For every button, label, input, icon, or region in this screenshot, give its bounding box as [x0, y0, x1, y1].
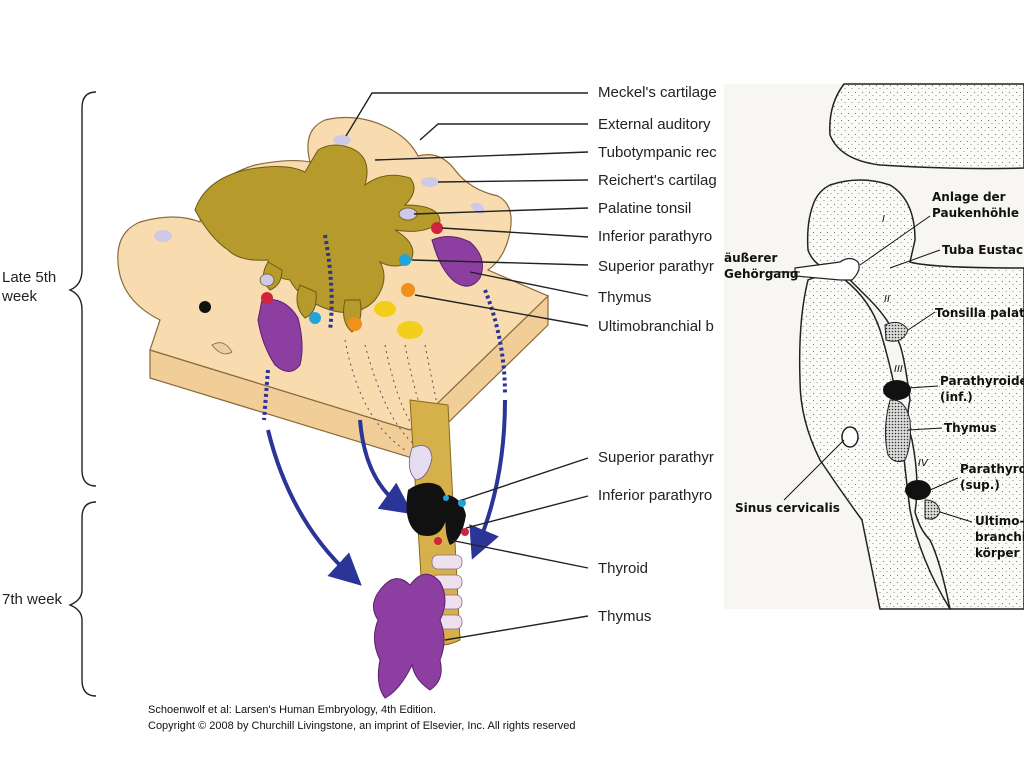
cartilage-spot — [211, 342, 233, 355]
label-meckels-cartilage: Meckel's cartilage — [598, 84, 717, 101]
label-koerper: körper — [975, 546, 1020, 560]
label-branchial: branchial- — [975, 530, 1024, 544]
late-5th-week-bracket — [68, 91, 97, 487]
ultimobranchial-body — [348, 317, 362, 331]
label-superior-parathyroid-bottom: Superior parathyr — [598, 449, 714, 466]
cartilage-spot — [154, 230, 172, 242]
superior-parathyroid-primordium — [309, 312, 321, 324]
external-auditory-meatus — [199, 301, 211, 313]
label-paukenhoehle: Paukenhöhle — [932, 206, 1019, 220]
superior-parathyroid-primordium — [399, 254, 411, 266]
pharyngeal-pouch — [296, 284, 317, 319]
label-ultimobranchial-body: Ultimobranchial b — [598, 318, 714, 335]
thymus-primordium — [257, 298, 303, 372]
yellow-body — [397, 321, 423, 339]
label-parathyroidea-sup: Parathyroidea — [960, 462, 1024, 476]
ultimobranchial-koerper — [924, 499, 941, 520]
label-external-auditory: External auditory — [598, 116, 711, 133]
inferior-parathyroid-gland — [434, 537, 442, 545]
stage-label-7th-week: 7th week — [2, 591, 63, 608]
tonsilla-palatina — [884, 321, 909, 342]
arch-numeral-3: III — [894, 364, 903, 375]
label-gehoergang: Gehörgang — [724, 267, 799, 281]
parathyroidea-inf — [883, 380, 911, 400]
dashed-migration-paths — [262, 234, 507, 421]
label-tubotympanic-recess: Tubotympanic rec — [598, 144, 717, 161]
inferior-parathyroid-primordium — [431, 222, 443, 234]
label-aeusserer: äußerer — [724, 251, 777, 265]
label-parathyroidea-inf-abbr: (inf.) — [940, 390, 973, 404]
thymus-gland — [373, 573, 446, 699]
parathyroidea-sup — [905, 480, 931, 500]
stage-label-late-5th: Late 5th — [2, 269, 56, 286]
superior-parathyroid-gland — [458, 499, 466, 507]
external-auditory-canal — [794, 257, 860, 281]
label-inferior-parathyroid-top: Inferior parathyro — [598, 228, 712, 245]
label-thymus-right: Thymus — [944, 421, 997, 435]
arch-numeral-2: II — [884, 294, 890, 305]
label-sinus-cervicalis: Sinus cervicalis — [735, 501, 840, 515]
ultimobranchial-body — [401, 283, 415, 297]
label-thymus-top: Thymus — [598, 289, 651, 306]
label-ultimo: Ultimo- — [975, 514, 1024, 528]
thyroid-gland — [406, 482, 448, 536]
right-diagram: I II III IV Anlage der Paukenhöhle Tuba … — [724, 83, 1024, 610]
upper-tissue-mass — [829, 83, 1024, 170]
left-diagram: Late 5th week 7th week — [1, 84, 717, 732]
label-parathyroidea-inf: Parathyroidea — [940, 374, 1024, 388]
inferior-parathyroid-gland — [461, 528, 469, 536]
inferior-parathyroid-primordium — [261, 292, 273, 304]
yellow-body — [374, 301, 396, 317]
seventh-week-bracket — [68, 501, 97, 697]
credit-line-1: Schoenwolf et al: Larsen's Human Embryol… — [148, 704, 436, 716]
thymus-right — [884, 399, 911, 463]
label-tuba-eustachii: Tuba Eustachii — [942, 243, 1024, 257]
leader-lines-top — [345, 92, 589, 327]
parathyroid-gland — [443, 495, 449, 501]
lower-arch-body — [798, 275, 952, 610]
label-reicherts-cartilage: Reichert's cartilag — [598, 172, 717, 189]
leader-lines-right — [768, 215, 973, 523]
label-inferior-parathyroid-bottom: Inferior parathyro — [598, 487, 712, 504]
label-thymus-bottom: Thymus — [598, 608, 651, 625]
label-parathyroidea-sup-abbr: (sup.) — [960, 478, 1000, 492]
migration-arrows — [266, 399, 507, 586]
thyroid-gland — [445, 495, 466, 545]
meckels-cartilage — [333, 135, 351, 145]
sinus-cervicalis — [841, 426, 859, 448]
label-thyroid: Thyroid — [598, 560, 648, 577]
reicherts-cartilage — [421, 177, 439, 187]
leader-lines-bottom — [444, 457, 589, 641]
arch-numeral-4: IV — [918, 458, 929, 469]
superior-parathyroid-gland — [408, 445, 433, 481]
label-anlage-der: Anlage der — [932, 190, 1006, 204]
palatine-tonsil — [259, 273, 275, 287]
stage-label-late-5th-week: week — [1, 288, 38, 305]
arch-numeral-1: I — [882, 214, 885, 225]
label-tonsilla-palatina: Tonsilla palatina — [935, 306, 1024, 320]
label-palatine-tonsil: Palatine tonsil — [598, 200, 691, 217]
pharyngeal-arch-body — [806, 179, 1024, 610]
credit-line-2: Copyright © 2008 by Churchill Livingston… — [148, 720, 576, 732]
label-superior-parathyroid-top: Superior parathyr — [598, 258, 714, 275]
